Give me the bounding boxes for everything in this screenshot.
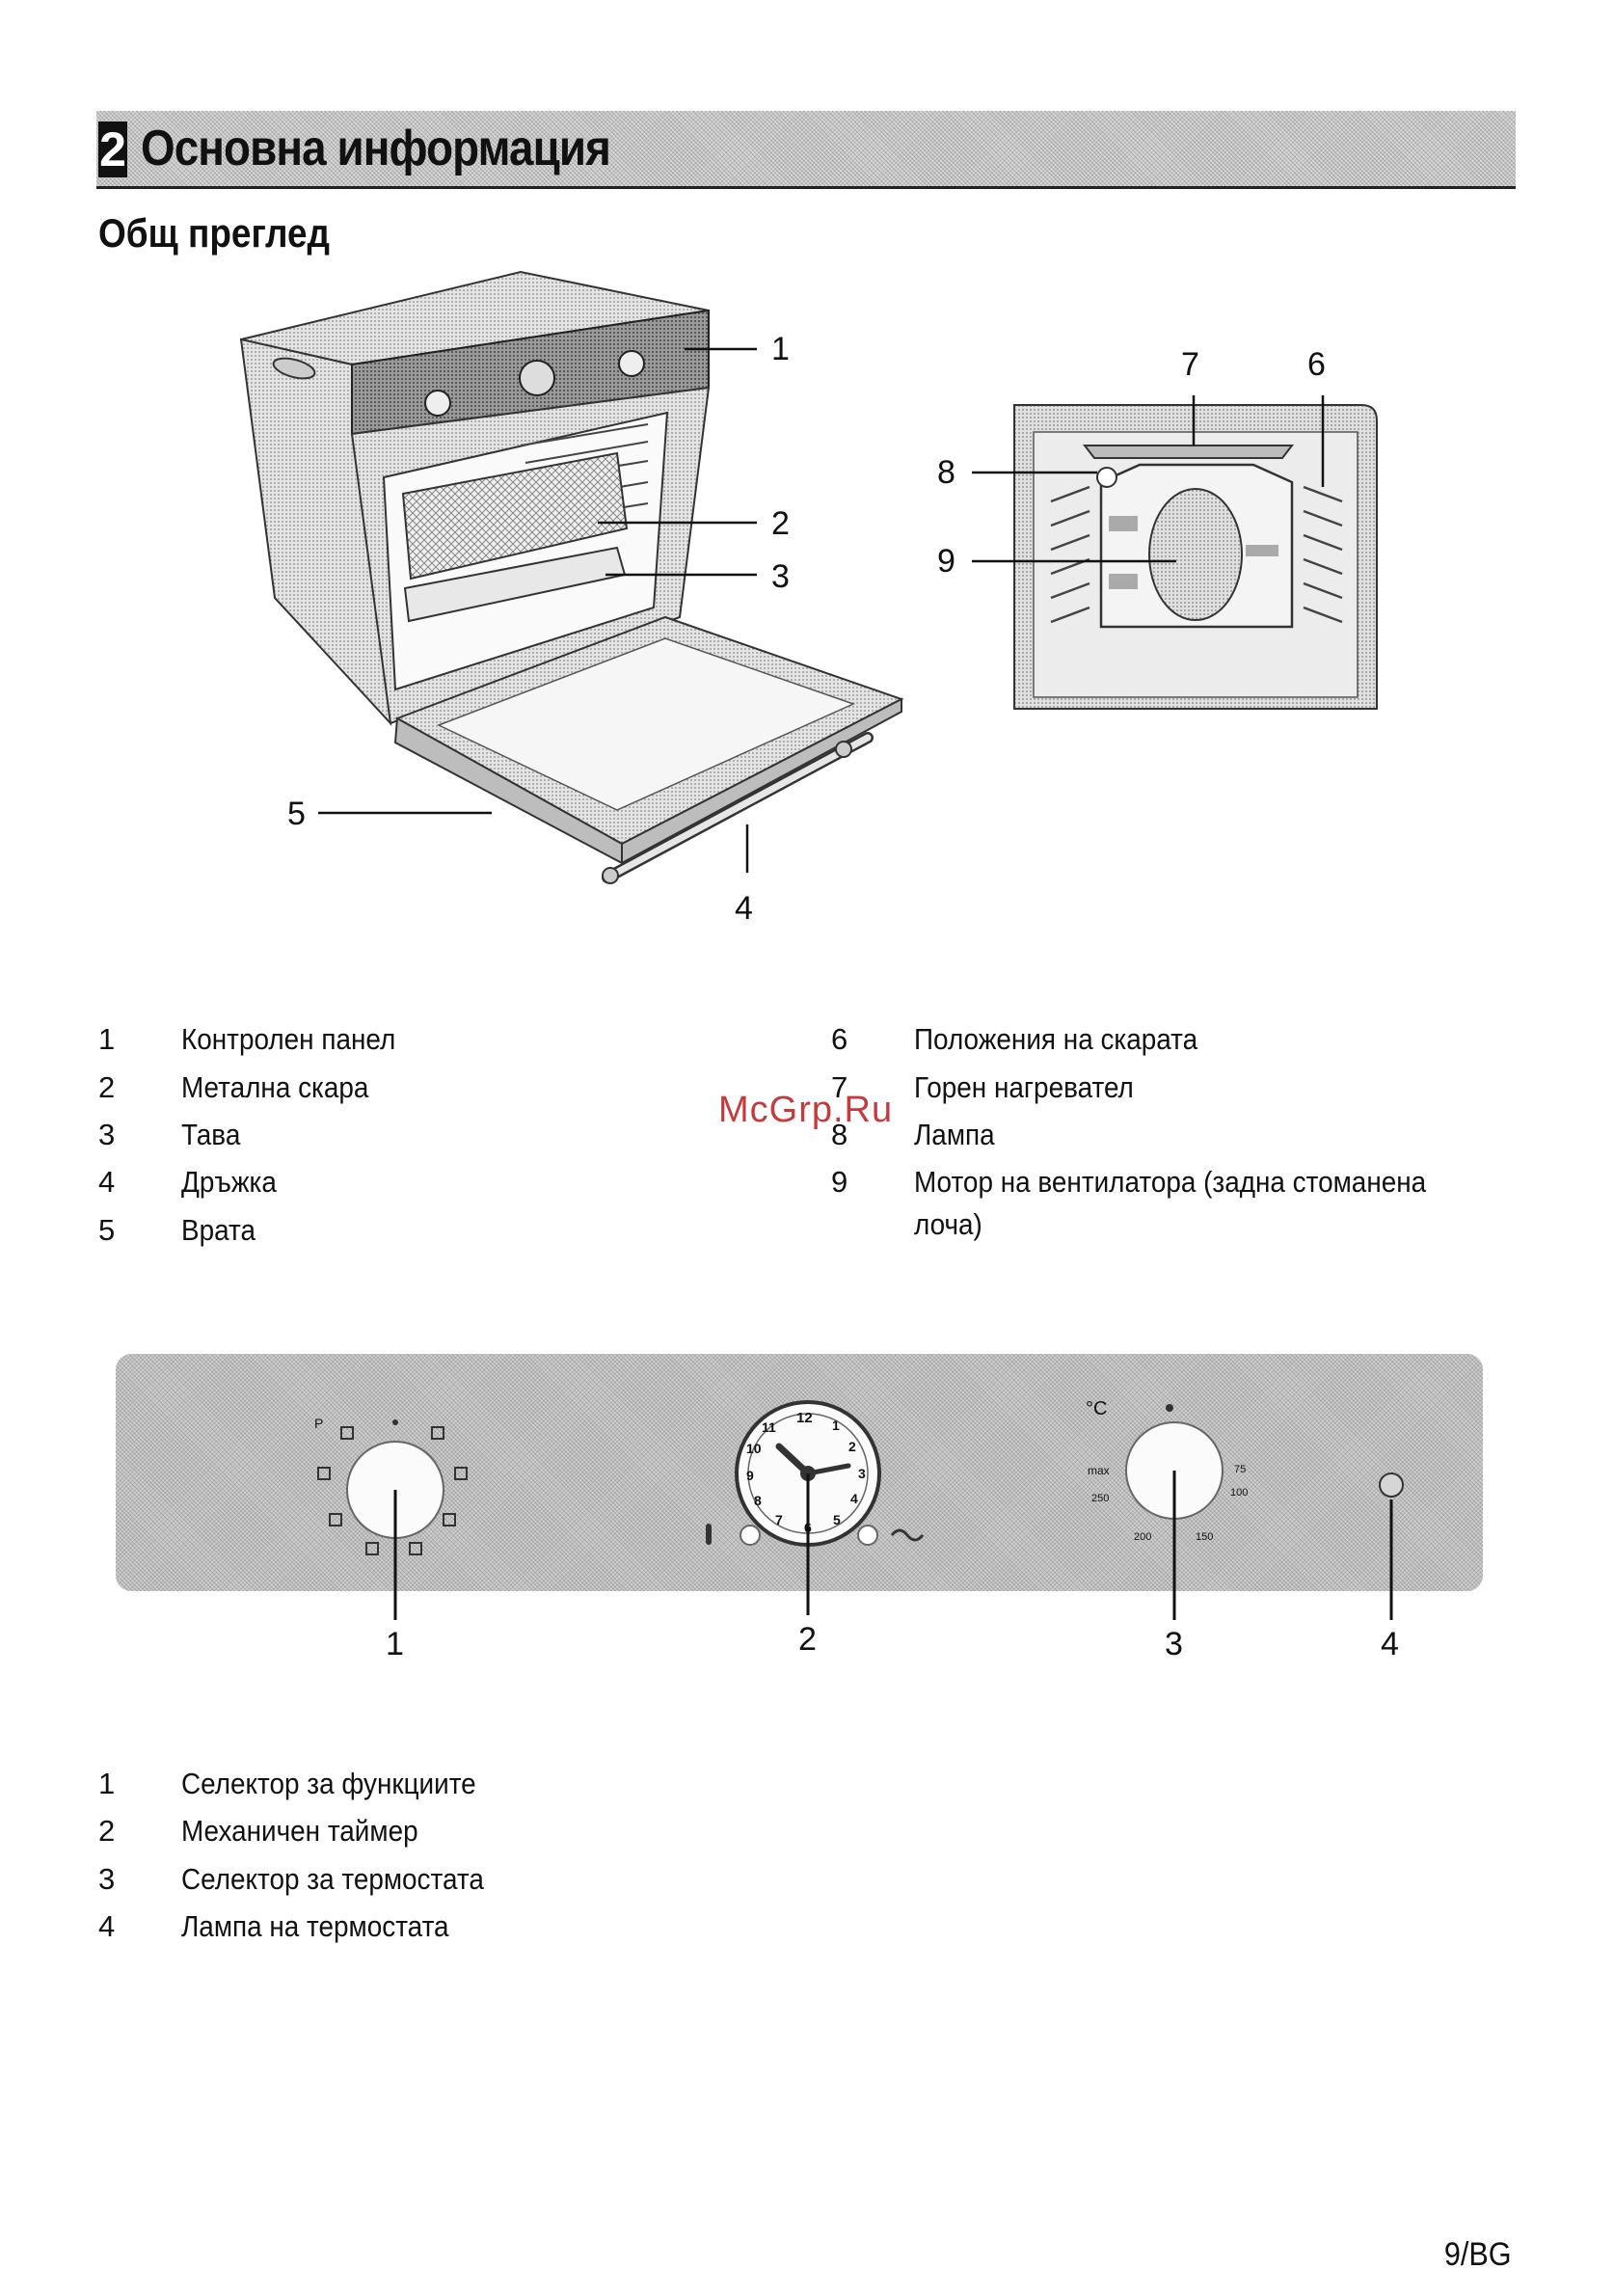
legend-num: 8 [831,1118,848,1151]
legend-num: 3 [98,1118,116,1151]
legend-num: 4 [98,1165,116,1199]
legend-text: Лампа на термостата [181,1909,449,1943]
dial-9: 9 [746,1468,754,1483]
dial-8: 8 [754,1493,762,1508]
legend-num: 2 [98,1814,116,1848]
legend-num: 2 [98,1070,116,1104]
legend-text: Метална скара [181,1070,369,1104]
cavity-callout-9: 9 [937,543,955,580]
thermostat-150: 150 [1196,1531,1214,1543]
dial-12: 12 [796,1410,813,1426]
dial-10: 10 [746,1441,762,1456]
panel-callout-3: 3 [1165,1626,1183,1662]
oven-callout-5: 5 [287,796,306,832]
dial-5: 5 [833,1512,841,1527]
legend-text: Селектор за термостата [181,1862,484,1896]
control-panel-illustration [317,1400,1404,1620]
cavity-callout-8: 8 [937,454,955,491]
panel-callout-2: 2 [798,1621,817,1658]
legend-text: Тава [181,1118,241,1151]
cavity-callout-7: 7 [1181,346,1199,383]
legend-text: лоча) [914,1207,982,1241]
oven-callout-2: 2 [771,505,790,542]
thermostat-75: 75 [1234,1464,1247,1475]
legend-num: 1 [98,1767,116,1800]
dial-7: 7 [775,1512,783,1527]
legend-num: 3 [98,1862,116,1896]
legend-text: Положения на скарата [914,1022,1198,1056]
legend-num: 7 [831,1070,848,1104]
legend-num: 9 [831,1165,848,1199]
dial-4: 4 [850,1491,858,1506]
oven-illustration [239,270,904,884]
legend-num: 5 [98,1213,116,1247]
legend-num: 6 [831,1022,848,1056]
legend-num: 1 [98,1022,116,1056]
section-title: Основна информация [141,121,611,176]
watermark: McGrp.Ru [718,1090,894,1130]
page-number: 9/BG [1443,2236,1512,2273]
section-number: 2 [98,122,127,177]
legend-text: Врата [181,1213,256,1247]
legend-text: Контролен панел [181,1022,396,1056]
dial-2: 2 [848,1439,856,1454]
dial-6: 6 [804,1520,812,1535]
timer-dial-numbers: 12 1 2 3 4 5 6 7 8 9 10 11 [733,1398,883,1549]
function-mark-p: P [314,1416,324,1431]
panel-callout-1: 1 [386,1626,404,1662]
dial-1: 1 [832,1418,840,1433]
legend-num: 4 [98,1909,116,1943]
legend-text: Селектор за функциите [181,1767,476,1800]
thermostat-100: 100 [1230,1487,1249,1499]
panel-callout-4: 4 [1381,1626,1399,1662]
thermostat-unit: °C [1086,1398,1108,1419]
legend-text: Лампа [914,1118,995,1151]
thermostat-250: 250 [1091,1493,1110,1504]
oven-callout-3: 3 [771,558,790,595]
oven-callout-1: 1 [771,331,790,367]
dial-11: 11 [762,1419,776,1435]
thermostat-200: 200 [1134,1531,1152,1543]
legend-text: Горен нагревател [914,1070,1134,1104]
legend-text: Дръжка [181,1165,277,1199]
subsection-title: Общ преглед [98,210,330,256]
thermostat-max: max [1088,1464,1110,1477]
legend-text: Мотор на вентилатора (задна стоманена [914,1165,1427,1199]
section-header-bar [96,111,1516,189]
cavity-callout-6: 6 [1307,346,1326,383]
cavity-illustration [972,395,1378,710]
legend-text: Механичен таймер [181,1814,418,1848]
oven-callout-4: 4 [735,890,753,927]
dial-3: 3 [858,1466,866,1481]
